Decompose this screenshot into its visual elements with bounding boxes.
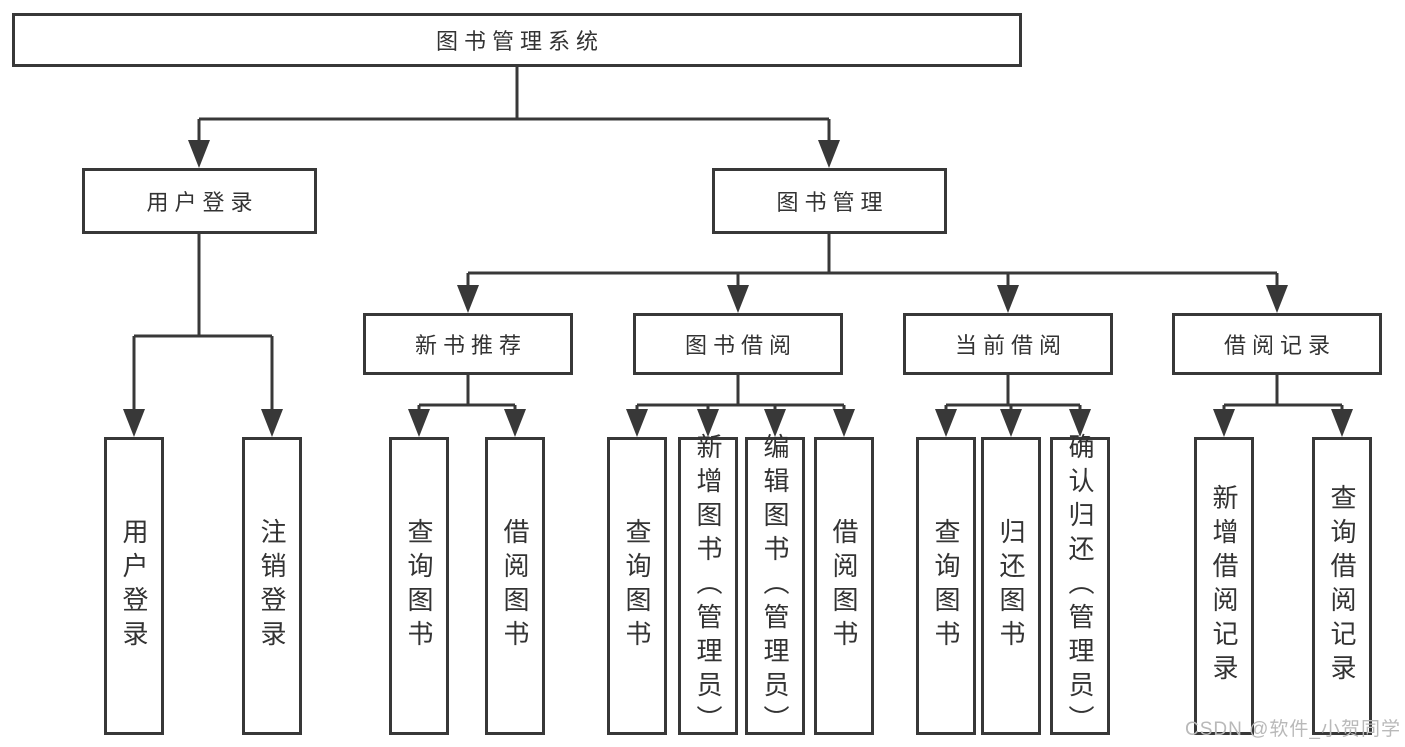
node-label: 用户登录: [146, 190, 259, 215]
connector-current-borrow-to-leaves: [935, 375, 1091, 437]
arrowhead-down-icon: [408, 409, 430, 437]
arrowhead-down-icon: [504, 409, 526, 437]
node-leaf-query-books-current: 查询图书: [916, 437, 976, 735]
arrowhead-down-icon: [457, 285, 479, 313]
arrowhead-down-icon: [1069, 409, 1091, 437]
node-label: 注销登录: [257, 518, 287, 654]
arrowhead-down-icon: [1266, 285, 1288, 313]
connector-root-to-level2: [188, 67, 840, 168]
connector-new-book-to-leaves: [408, 375, 526, 437]
node-leaf-return-books: 归还图书: [981, 437, 1041, 735]
node-leaf-borrow-books: 借阅图书: [814, 437, 874, 735]
node-leaf-add-borrow-record: 新增借阅记录: [1194, 437, 1254, 735]
arrowhead-down-icon: [1000, 409, 1022, 437]
node-label: 新增借阅记录: [1209, 484, 1239, 688]
node-label: 确认归还（管理员）: [1065, 433, 1095, 739]
node-leaf-add-books-admin: 新增图书（管理员）: [678, 433, 738, 739]
node-book-borrow: 图书借阅: [633, 313, 843, 375]
node-label: 图书借阅: [684, 333, 797, 358]
node-label: 借阅图书: [500, 518, 530, 654]
arrowhead-down-icon: [818, 140, 840, 168]
arrowhead-down-icon: [1331, 409, 1353, 437]
node-borrow-records: 借阅记录: [1172, 313, 1382, 375]
arrowhead-down-icon: [1213, 409, 1235, 437]
connector-book-borrow-to-leaves: [626, 375, 855, 437]
csdn-watermark: CSDN @软件_小贺同学: [1185, 719, 1401, 740]
node-leaf-confirm-return-admin: 确认归还（管理员）: [1050, 433, 1110, 739]
node-new-book-recommend: 新书推荐: [363, 313, 573, 375]
arrowhead-down-icon: [697, 409, 719, 437]
arrowhead-down-icon: [188, 140, 210, 168]
node-leaf-query-books-borrow: 查询图书: [607, 437, 667, 735]
node-label: 借阅记录: [1223, 333, 1336, 358]
arrowhead-down-icon: [261, 409, 283, 437]
arrowhead-down-icon: [123, 409, 145, 437]
node-label: 图书管理: [776, 190, 889, 215]
node-label: 借阅图书: [829, 518, 859, 654]
node-leaf-borrow-books-recommend: 借阅图书: [485, 437, 545, 735]
node-label: 新增图书（管理员）: [693, 433, 723, 739]
node-label: 新书推荐: [414, 333, 527, 358]
node-library-system: 图书管理系统: [12, 13, 1022, 67]
node-book-management: 图书管理: [712, 168, 947, 234]
node-current-borrow: 当前借阅: [903, 313, 1113, 375]
node-label: 当前借阅: [954, 333, 1067, 358]
connector-user-login-to-leaves: [123, 234, 283, 437]
node-user-login: 用户登录: [82, 168, 317, 234]
arrowhead-down-icon: [626, 409, 648, 437]
node-label: 归还图书: [996, 518, 1026, 654]
arrowhead-down-icon: [935, 409, 957, 437]
node-leaf-query-borrow-record: 查询借阅记录: [1312, 437, 1372, 735]
arrowhead-down-icon: [833, 409, 855, 437]
node-label: 查询图书: [404, 518, 434, 654]
node-leaf-edit-books-admin: 编辑图书（管理员）: [745, 433, 805, 739]
arrowhead-down-icon: [997, 285, 1019, 313]
connector-book-management-to-level3: [457, 234, 1288, 313]
node-leaf-query-books-recommend: 查询图书: [389, 437, 449, 735]
node-leaf-logout: 注销登录: [242, 437, 302, 735]
node-label: 查询图书: [931, 518, 961, 654]
node-label: 用户登录: [119, 518, 149, 654]
node-label: 编辑图书（管理员）: [760, 433, 790, 739]
node-label: 查询借阅记录: [1327, 484, 1357, 688]
node-leaf-user-login: 用户登录: [104, 437, 164, 735]
node-label: 图书管理系统: [435, 29, 604, 54]
arrowhead-down-icon: [727, 285, 749, 313]
arrowhead-down-icon: [764, 409, 786, 437]
node-label: 查询图书: [622, 518, 652, 654]
connector-borrow-records-to-leaves: [1213, 375, 1353, 437]
